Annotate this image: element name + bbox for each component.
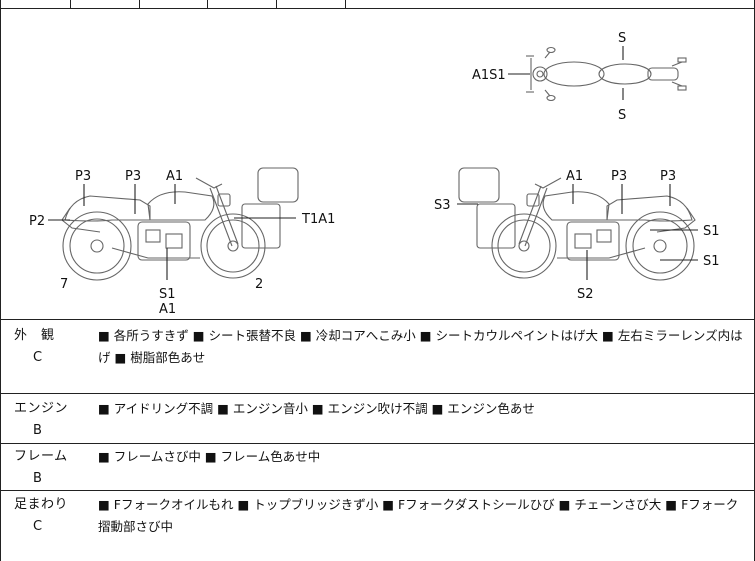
left-side-motorcycle (61, 167, 299, 281)
right-label-s1-a: S1 (703, 224, 720, 239)
left-label-p3-a: P3 (75, 169, 91, 184)
left-label-a1-bottom: A1 (159, 302, 176, 317)
section-engine: エンジン B ■ アイドリング不調 ■ エンジン音小 ■ エンジン吹け不調 ■ … (0, 398, 755, 442)
left-label-2: 2 (255, 277, 263, 292)
right-label-s3: S3 (434, 198, 451, 213)
top-view-motorcycle (526, 46, 687, 102)
section-exterior: 外 観 C ■ 各所うすきず ■ シート張替不良 ■ 冷却コアへこみ小 ■ シー… (0, 325, 755, 391)
section-category: 足まわり C (14, 494, 78, 538)
right-label-s2: S2 (577, 287, 594, 302)
top-view-bottom-label: S (618, 108, 626, 123)
category-grade: C (33, 519, 43, 534)
category-name: エンジン (14, 401, 69, 416)
left-label-s1: S1 (159, 287, 176, 302)
section-category: 外 観 C (14, 325, 78, 369)
left-label-7: 7 (60, 277, 68, 292)
left-label-a1: A1 (166, 169, 183, 184)
category-grade: C (33, 350, 43, 365)
section-description: ■ Fフォークオイルもれ ■ トップブリッジきず小 ■ Fフォークダストシールひ… (98, 497, 739, 534)
category-name: 外 観 (14, 328, 55, 343)
right-side-motorcycle (458, 167, 696, 281)
left-label-t1a1: T1A1 (301, 212, 335, 227)
section-category: エンジン B (14, 398, 78, 442)
category-name: 足まわり (14, 497, 69, 512)
category-name: フレーム (14, 449, 68, 464)
section-description: ■ 各所うすきず ■ シート張替不良 ■ 冷却コアへこみ小 ■ シートカウルペイ… (98, 328, 743, 365)
damage-diagram: A1S1 S S P3 P3 A1 P2 T1A1 7 S1 A1 2 A1 P… (0, 8, 755, 319)
left-label-p3-b: P3 (125, 169, 141, 184)
section-frame: フレーム B ■ フレームさび中 ■ フレーム色あせ中 (0, 446, 755, 490)
category-grade: B (33, 471, 42, 486)
right-label-p3-b: P3 (660, 169, 676, 184)
section-suspension: 足まわり C ■ Fフォークオイルもれ ■ トップブリッジきず小 ■ Fフォーク… (0, 494, 755, 560)
top-view-top-label: S (618, 31, 626, 46)
right-label-a1: A1 (566, 169, 583, 184)
top-view-left-label: A1S1 (472, 68, 506, 83)
section-description: ■ アイドリング不調 ■ エンジン音小 ■ エンジン吹け不調 ■ エンジン色あせ (98, 401, 535, 416)
left-label-p2: P2 (29, 214, 45, 229)
motorcycle-diagram: A1S1 S S P3 P3 A1 P2 T1A1 7 S1 A1 2 A1 P… (29, 31, 720, 317)
section-description: ■ フレームさび中 ■ フレーム色あせ中 (98, 449, 321, 464)
right-label-p3-a: P3 (611, 169, 627, 184)
category-grade: B (33, 423, 42, 438)
section-category: フレーム B (14, 446, 78, 490)
right-label-s1-b: S1 (703, 254, 720, 269)
